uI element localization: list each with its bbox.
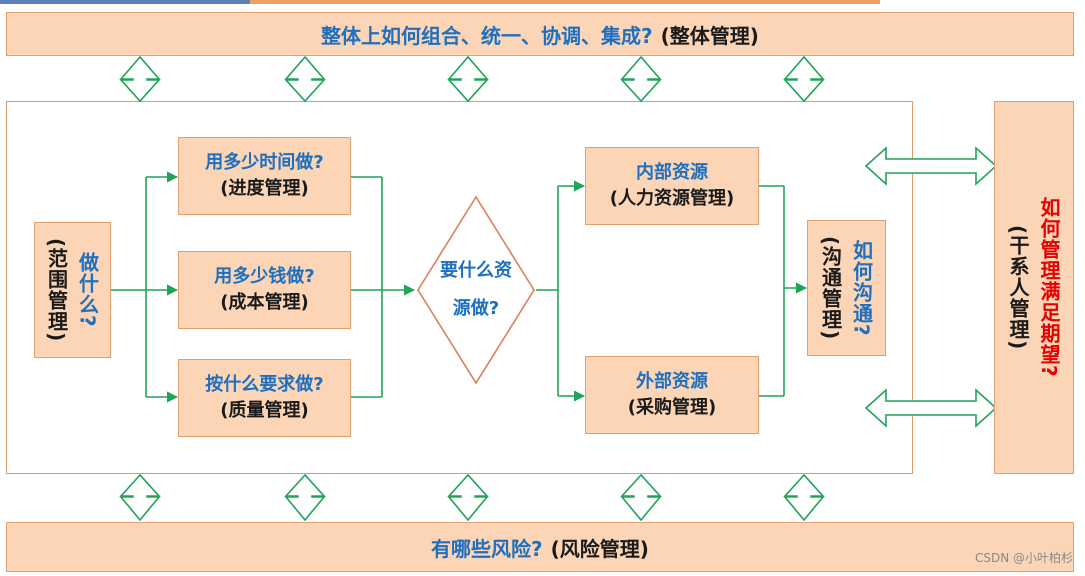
- schedule-label: (进度管理): [220, 178, 309, 199]
- double-arrow-top-1: [119, 55, 161, 103]
- schedule-management-box: 用多少时间做? (进度管理): [178, 137, 351, 215]
- stakeholder-label: (干系人管理): [1006, 224, 1030, 351]
- resources-line2: 源做?: [452, 298, 500, 319]
- quality-question: 按什么要求做?: [205, 373, 324, 395]
- cost-question: 用多少钱做?: [214, 265, 315, 287]
- double-arrow-stakeholder-upper: [864, 146, 998, 186]
- integration-question: 整体上如何组合、统一、协调、集成?: [321, 23, 653, 48]
- scope-management-box: 做什么? (范围管理): [34, 222, 111, 358]
- resources-line1: 要什么资: [440, 260, 512, 282]
- double-arrow-bottom-5: [783, 473, 825, 522]
- internal-title: 内部资源: [636, 161, 708, 183]
- cost-label: (成本管理): [220, 292, 309, 313]
- double-arrow-bottom-2: [284, 473, 326, 522]
- top-edge-strip: [0, 0, 880, 4]
- quality-management-box: 按什么要求做? (质量管理): [178, 359, 351, 437]
- stakeholder-question: 如何管理满足期望?: [1037, 197, 1061, 378]
- double-arrow-top-5: [783, 55, 825, 103]
- internal-label: (人力资源管理): [609, 188, 735, 209]
- integration-label: (整体管理): [660, 23, 759, 48]
- external-title: 外部资源: [636, 370, 708, 392]
- risk-management-bar: 有哪些风险? (风险管理): [6, 522, 1074, 572]
- communication-management-box: 如何沟通? (沟通管理): [807, 220, 886, 356]
- cost-management-box: 用多少钱做? (成本管理): [178, 251, 351, 329]
- resources-decision: 要什么资 源做?: [416, 195, 536, 385]
- double-arrow-bottom-1: [119, 473, 161, 522]
- scope-label: (范围管理): [44, 237, 69, 343]
- integration-management-bar: 整体上如何组合、统一、协调、集成? (整体管理): [6, 12, 1074, 56]
- double-arrow-bottom-3: [447, 473, 489, 522]
- double-arrow-bottom-4: [620, 473, 662, 522]
- double-arrow-top-4: [620, 55, 662, 103]
- quality-label: (质量管理): [220, 400, 309, 421]
- internal-resources-box: 内部资源 (人力资源管理): [585, 147, 759, 225]
- schedule-question: 用多少时间做?: [205, 151, 324, 173]
- watermark-text: CSDN @小叶柏杉: [974, 551, 1073, 565]
- double-arrow-top-2: [284, 55, 326, 103]
- risk-question: 有哪些风险?: [431, 536, 543, 561]
- risk-label: (风险管理): [550, 536, 649, 561]
- external-label: (采购管理): [627, 397, 717, 418]
- decision-diamond-shape: [417, 195, 535, 385]
- scope-question: 做什么?: [75, 252, 100, 328]
- communication-label: (沟通管理): [818, 235, 843, 341]
- communication-question: 如何沟通?: [849, 239, 874, 337]
- double-arrow-top-3: [447, 55, 489, 103]
- stakeholder-management-box: 如何管理满足期望? (干系人管理): [994, 101, 1074, 474]
- external-resources-box: 外部资源 (采购管理): [585, 356, 759, 434]
- double-arrow-stakeholder-lower: [864, 388, 998, 428]
